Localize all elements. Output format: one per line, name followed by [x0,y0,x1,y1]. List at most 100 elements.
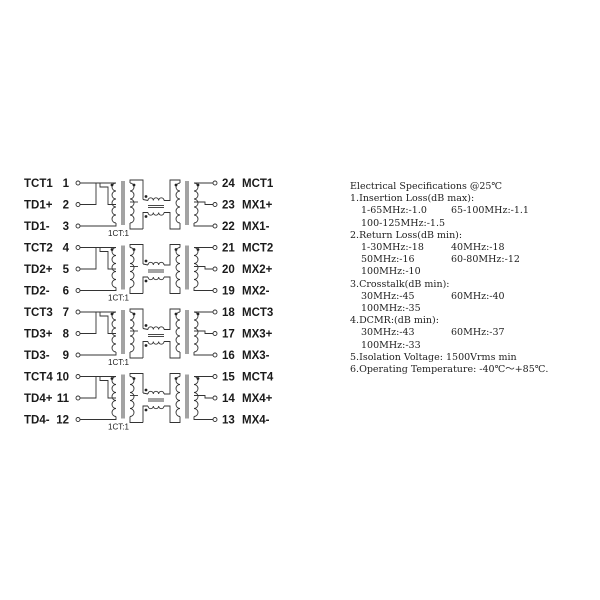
spec-value: 60-80MHz:-12 [451,254,520,266]
polarity-dot [144,388,148,392]
left-pin-number: 12 [56,415,69,427]
wire [129,373,144,393]
right-pin-name: MX4- [242,415,270,427]
wire [142,212,148,229]
wire [80,352,117,356]
wire [193,287,213,291]
right-pin-number: 21 [222,243,235,255]
polarity-dot [110,248,114,251]
polarity-dot [144,408,148,412]
wire [129,179,144,200]
left-pin-number: 11 [57,393,70,405]
right-pin-number: 13 [222,415,235,427]
left-pin-number: 6 [63,286,69,298]
transformer-winding [193,311,199,353]
spec-value: 1-30MHz:-18 [361,242,424,254]
left-pin-number: 3 [63,221,69,233]
electrical-specifications: Electrical Specifications @25℃ 1.Inserti… [350,181,595,376]
polarity-dot [144,259,148,263]
transformer-winding [193,182,199,224]
spec-heading: 2.Return Loss(dB min): [350,229,463,241]
left-pin-name: TCT2 [24,243,53,255]
right-pin-number: 20 [222,264,235,276]
polarity-dot [174,312,178,316]
spec-heading: 5.Isolation Voltage: 1500Vrms min [350,351,517,363]
pin-terminal [212,266,218,272]
center-tap-wire [99,183,116,205]
transformer-winding [129,376,135,417]
polarity-dot [132,183,136,187]
center-tap-wire [99,376,116,399]
pin-terminal [212,245,218,250]
center-tap-wire [99,312,116,334]
wire [142,276,148,294]
left-pin-number: 4 [63,243,70,255]
choke-winding [147,261,165,266]
left-pin-number: 2 [63,200,69,212]
ratio-label: 1CT:1 [108,358,129,367]
left-pin-name: TD2- [24,286,50,298]
spec-row: 100MHz:-35 [350,303,595,315]
polarity-dot [144,324,148,327]
wire [129,308,144,329]
spec-value: 40MHz:-18 [451,242,505,254]
pin-terminal [212,374,218,379]
transformer-winding [175,247,181,288]
wire [129,287,143,294]
right-pin-name: MX1+ [242,200,273,212]
spec-row: 1-30MHz:-18 40MHz:-18 [350,242,595,254]
wire [129,416,143,423]
ratio-label: 1CT:1 [108,294,129,303]
transformer-winding [111,182,117,224]
right-pin-number: 14 [222,393,235,405]
wire [164,373,181,395]
spec-value: 65-100MHz:-1.1 [451,205,529,217]
left-pin-name: TD2+ [24,264,53,276]
spec-value: 100MHz:-33 [361,339,421,351]
pin-terminal [212,395,218,401]
polarity-dot [174,248,178,251]
spec-value: 60MHz:-40 [451,290,505,302]
right-pin-name: MCT1 [242,178,274,190]
polarity-dot [144,195,148,198]
transformer-winding [193,376,199,417]
wire [164,179,181,201]
polarity-dot [196,183,200,187]
polarity-dot [132,312,136,316]
wire [164,276,181,294]
left-pin-number: 1 [63,178,70,190]
spec-value: 30MHz:-43 [361,327,415,339]
wire [164,405,181,423]
left-pin-number: 8 [63,329,70,341]
wire [194,395,213,399]
left-pin-number: 9 [63,350,69,362]
pin-terminal [212,331,218,336]
spec-heading: 6.Operating Temperature: -40℃～+85℃. [350,364,549,376]
left-pin-name: TCT4 [24,372,53,384]
choke-winding [147,341,165,345]
choke-winding [147,326,165,330]
transformer-winding [111,311,117,353]
transformer-winding [193,247,199,288]
transformer-winding [129,247,135,288]
wire [80,223,117,227]
left-pin-name: TCT1 [24,178,53,190]
pin-terminal [75,395,81,401]
spec-heading: 3.Crosstalk(dB min): [350,278,450,290]
pin-terminal [75,288,81,293]
polarity-dot [110,377,114,380]
polarity-dot [132,248,136,251]
transformer-winding [111,247,117,288]
pin-terminal [75,223,81,229]
polarity-dot [110,312,114,316]
right-pin-number: 23 [222,200,235,212]
pin-terminal [75,266,81,272]
left-pin-name: TD4+ [24,393,53,405]
left-pin-name: TCT3 [24,307,53,319]
transformer-winding [111,376,117,417]
